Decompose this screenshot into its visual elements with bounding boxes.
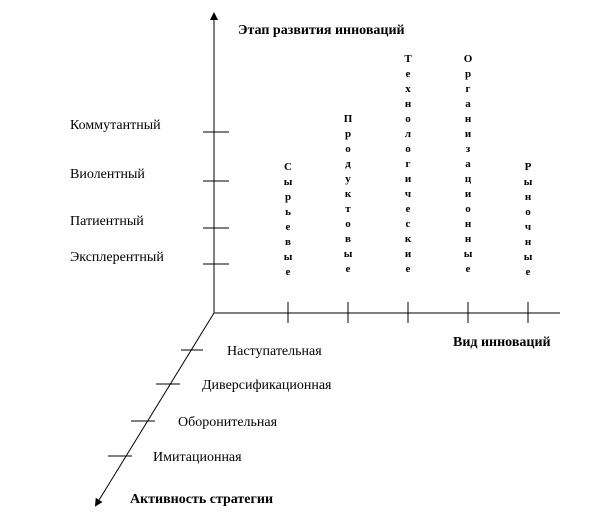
- y-axis-levels: КоммутантныйВиолентныйПатиентныйЭксплере…: [70, 118, 229, 265]
- diagonal-axis: [94, 312, 215, 507]
- x-axis-title: Вид инноваций: [453, 335, 551, 350]
- y-level-label: Коммутантный: [70, 118, 161, 133]
- y-axis-title: Этап развития инноваций: [238, 23, 405, 38]
- y-level-label: Эксплерентный: [70, 250, 164, 265]
- y-level-label: Патиентный: [70, 214, 144, 229]
- z-axis-title: Активность стратегии: [130, 492, 273, 507]
- z-level-label: Наступательная: [227, 344, 322, 359]
- z-level-label: Имитационная: [153, 450, 242, 465]
- z-level-label: Диверсификационная: [202, 378, 332, 393]
- y-level-label: Виолентный: [70, 167, 145, 182]
- z-level-label: Оборонительная: [178, 415, 278, 430]
- z-axis-levels: НаступательнаяДиверсификационнаяОборонит…: [108, 344, 332, 465]
